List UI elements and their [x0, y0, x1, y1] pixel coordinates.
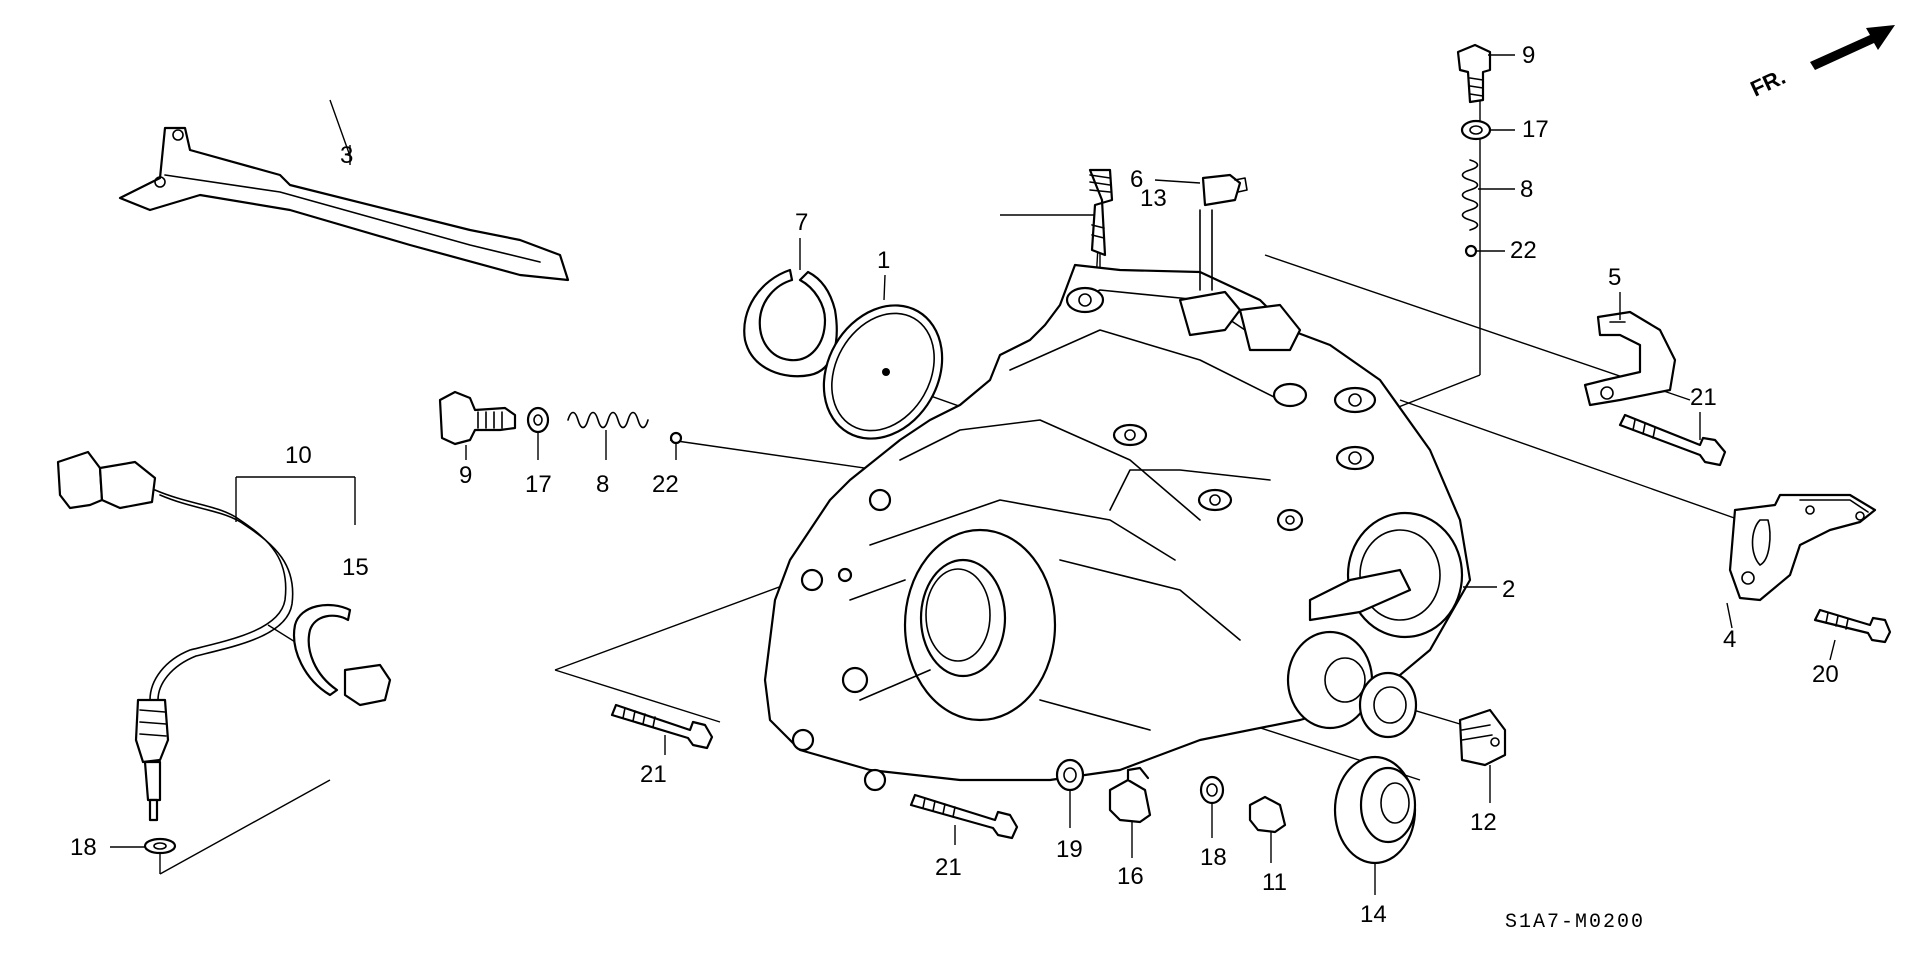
label-17-left: 17	[525, 471, 552, 498]
label-18-lower: 18	[1200, 844, 1227, 871]
label-ticks	[110, 54, 1836, 895]
part-12-plug	[1458, 708, 1507, 767]
label-2: 2	[1502, 576, 1515, 603]
part-5-bracket	[1583, 310, 1677, 407]
label-22-top: 22	[1510, 237, 1537, 264]
label-8-top: 8	[1520, 176, 1533, 203]
front-direction-marker	[1810, 25, 1895, 70]
label-18-left: 18	[70, 834, 97, 861]
part-6-breather	[1199, 173, 1248, 291]
label-3: 3	[340, 142, 353, 169]
label-13: 13	[1140, 185, 1167, 212]
label-11: 11	[1262, 869, 1287, 896]
label-9-top: 9	[1522, 42, 1535, 69]
bolts	[610, 413, 1892, 840]
transmission-housing	[763, 263, 1472, 792]
label-7: 7	[795, 209, 808, 236]
label-4: 4	[1723, 626, 1736, 653]
label-14: 14	[1360, 901, 1387, 928]
part-1-disc	[822, 304, 944, 440]
label-6: 6	[1130, 166, 1143, 193]
label-5: 5	[1608, 264, 1621, 291]
label-15: 15	[342, 554, 369, 581]
label-17-top: 17	[1522, 116, 1549, 143]
label-22-left: 22	[652, 471, 679, 498]
part-3-bracket	[118, 126, 570, 282]
part-4-bracket	[1728, 493, 1877, 602]
label-12: 12	[1470, 809, 1497, 836]
label-21-left: 21	[640, 761, 667, 788]
label-20: 20	[1812, 661, 1839, 688]
fr-label: FR.	[1747, 64, 1790, 102]
label-9-left: 9	[459, 462, 472, 489]
label-1: 1	[877, 247, 890, 274]
left-detent-set	[438, 390, 683, 446]
part-7-snap-ring	[743, 268, 838, 378]
lower-small-parts	[1055, 758, 1287, 834]
part-14-oil-seal	[1333, 755, 1417, 865]
label-21-right: 21	[1690, 384, 1717, 411]
diagram-code: S1A7-M0200	[1505, 911, 1645, 934]
top-detent-set	[1456, 43, 1492, 258]
sensor-harness	[56, 450, 392, 855]
label-10: 10	[285, 442, 312, 469]
label-21-lower: 21	[935, 854, 962, 881]
part-13-stud	[1088, 168, 1114, 257]
label-19: 19	[1056, 836, 1083, 863]
label-8-left: 8	[596, 471, 609, 498]
label-16: 16	[1117, 863, 1144, 890]
